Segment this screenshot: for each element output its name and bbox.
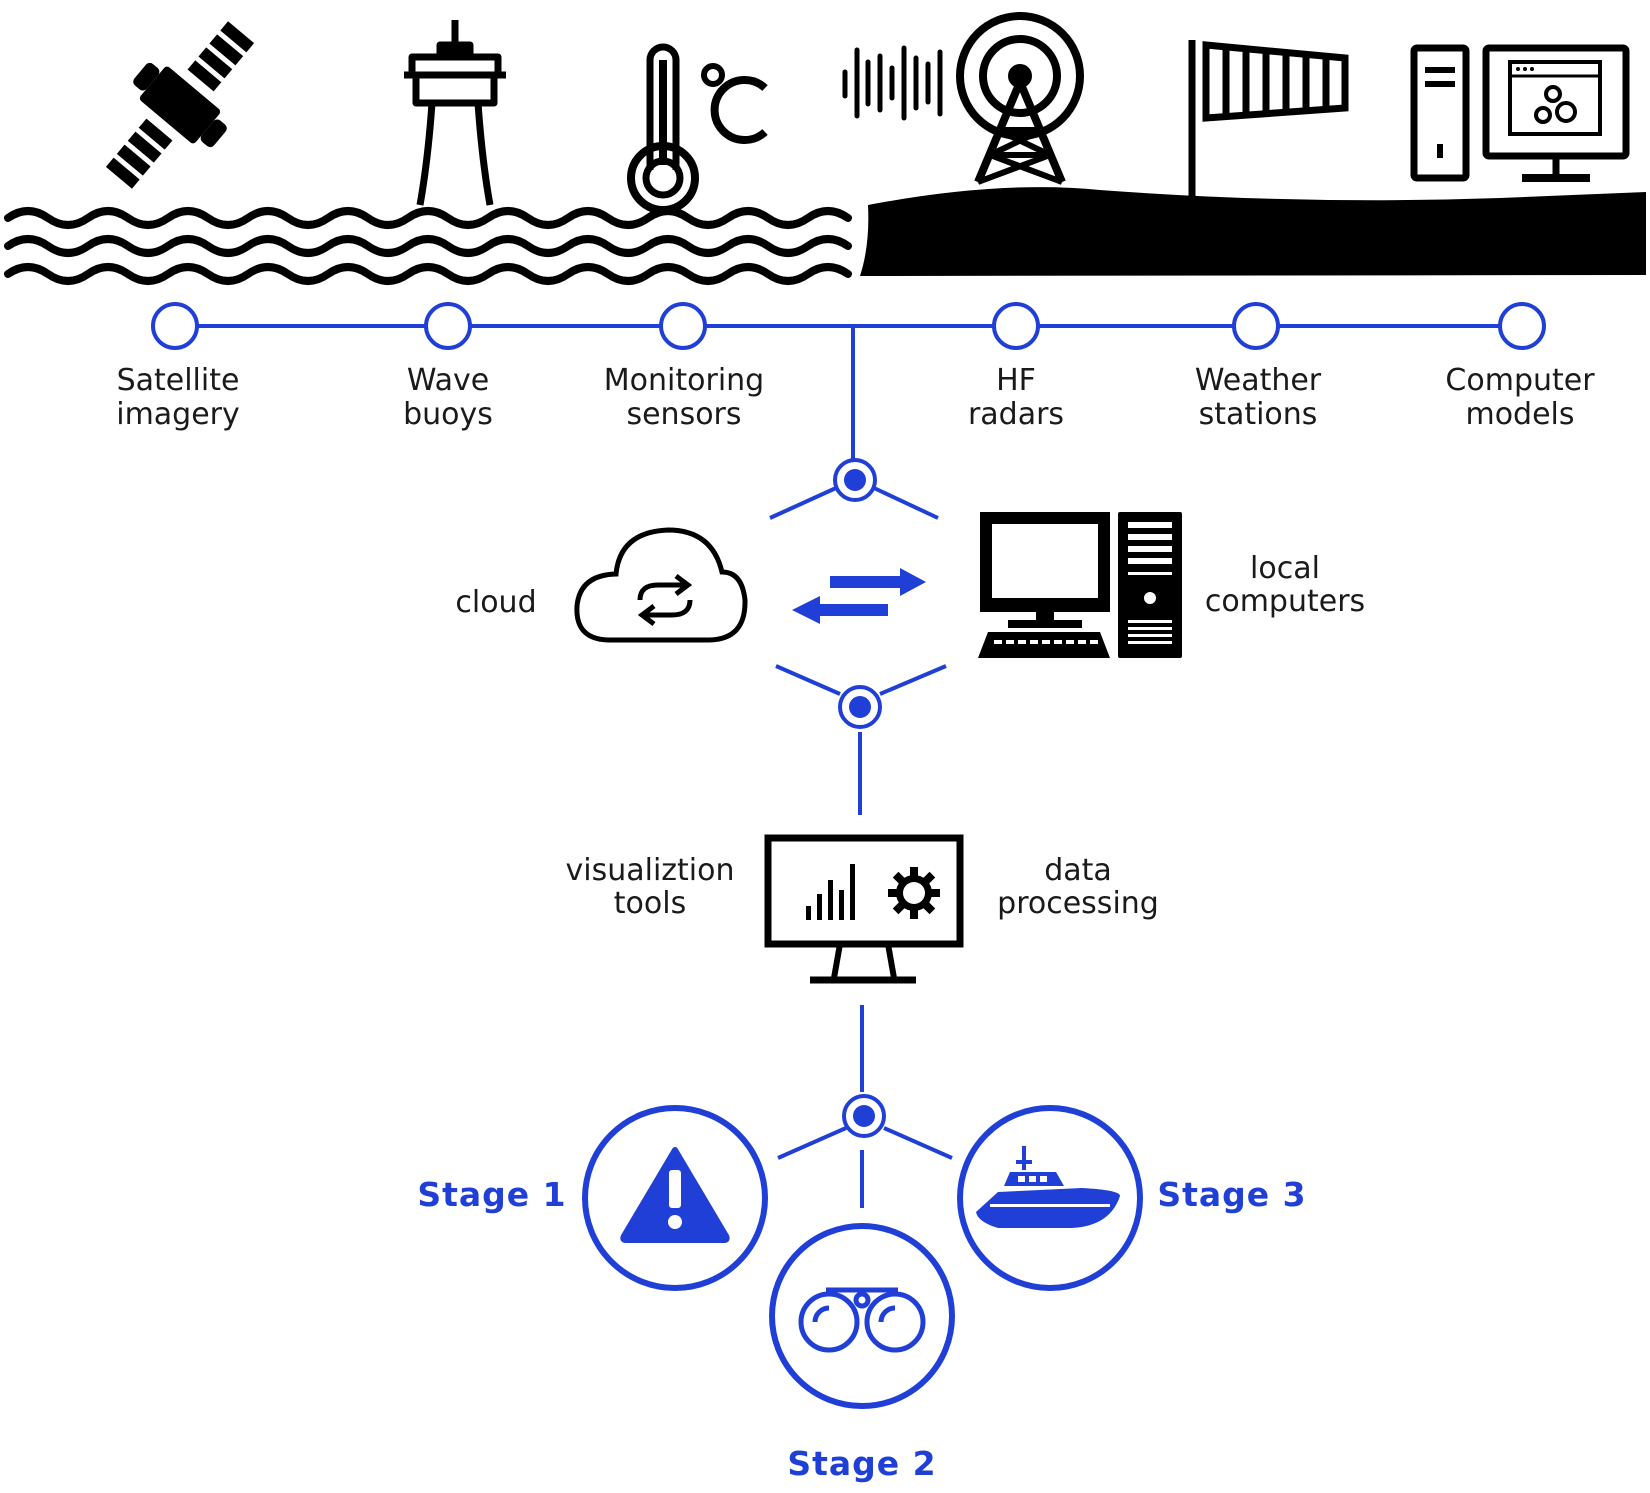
stage-3-label: Stage 3 xyxy=(1157,1175,1306,1214)
thermometer-icon xyxy=(627,43,768,214)
source-node-6 xyxy=(1498,302,1546,350)
hub-node-stages xyxy=(842,1094,886,1138)
local-computer-icon xyxy=(978,512,1182,658)
sea-waves xyxy=(4,207,852,285)
transfer-arrows-icon xyxy=(792,568,926,624)
processing-monitor-icon xyxy=(764,834,964,984)
source-node-4 xyxy=(992,302,1040,350)
hub-node-processing xyxy=(838,685,882,729)
warning-icon xyxy=(620,1147,730,1243)
windsock-icon xyxy=(1188,40,1349,198)
stage-2-circle xyxy=(769,1223,955,1409)
stage-1-label: Stage 1 xyxy=(417,1175,566,1214)
radar-tower-icon xyxy=(842,12,1084,185)
hub-node-storage xyxy=(833,458,877,502)
cloud-icon xyxy=(574,527,748,643)
gear-icon xyxy=(888,867,940,919)
flow-connectors xyxy=(769,326,953,1208)
binoculars-icon xyxy=(798,1287,926,1353)
satellite-icon xyxy=(105,21,255,189)
land-silhouette xyxy=(860,187,1646,276)
wave-buoy-icon xyxy=(404,20,506,206)
cloud-label: cloud xyxy=(455,585,536,620)
source-node-2 xyxy=(424,302,472,350)
stage-2-label: Stage 2 xyxy=(787,1444,936,1483)
source-node-3 xyxy=(659,302,707,350)
source-node-1 xyxy=(151,302,199,350)
computer-models-icon xyxy=(1410,44,1630,182)
boat-icon xyxy=(976,1146,1120,1228)
source-node-5 xyxy=(1232,302,1280,350)
